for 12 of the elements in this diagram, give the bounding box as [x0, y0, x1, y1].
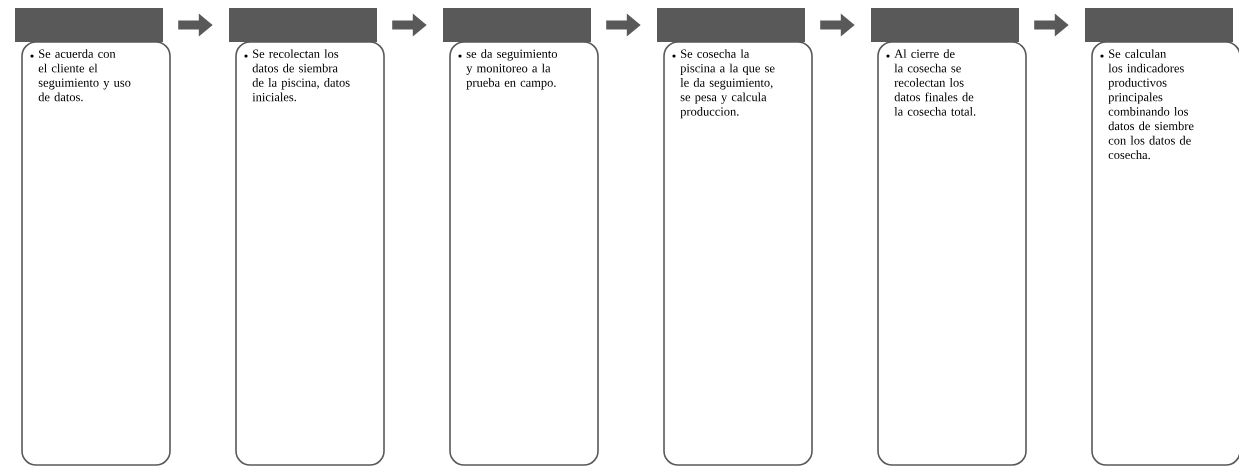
step-box: Se acuerda con el cliente el seguimiento y uso de datos. — [21, 41, 171, 466]
header-box — [657, 8, 805, 42]
header-box — [871, 8, 1019, 42]
step-box: Se cosecha la piscina a la que se le da seguimiento, se pesa y calcula produccion. — [663, 41, 813, 466]
step-box: se da seguimiento y monitoreo a la prueba en campo. — [449, 41, 599, 466]
header-box — [443, 8, 591, 42]
step-box: Al cierre de la cosecha se recolectan los datos finales de la cosecha total. — [877, 41, 1027, 466]
step-box: Se calculan los indicadores productivos principales combinando los datos de siembre con los datos de cosecha. — [1091, 41, 1239, 466]
header-box — [1085, 8, 1233, 42]
step-box: Se recolectan los datos de siembra de la piscina, datos iniciales. — [235, 41, 385, 466]
header-box — [229, 8, 377, 42]
header-box — [15, 8, 163, 42]
